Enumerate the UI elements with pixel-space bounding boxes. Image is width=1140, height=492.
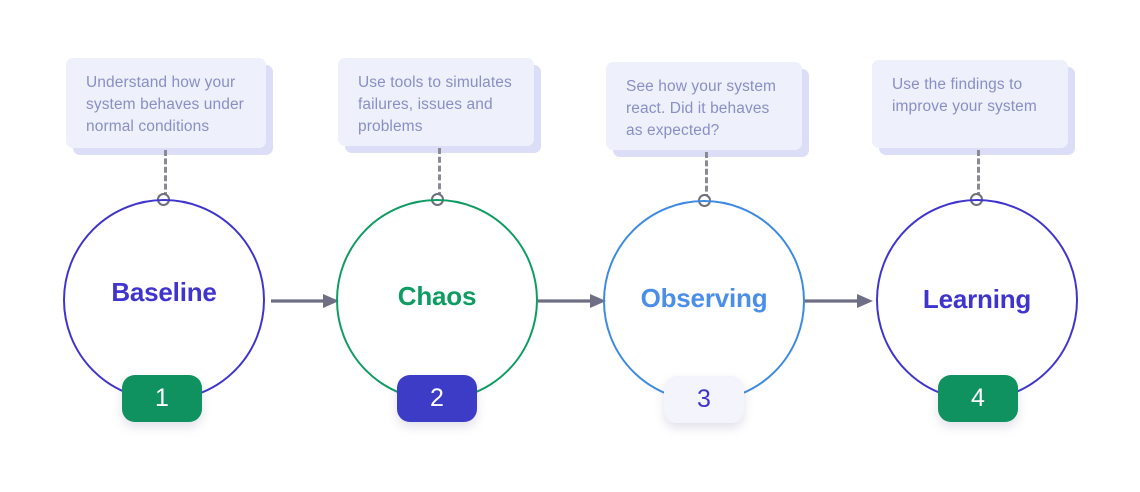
ring-label-step-4: Learning — [922, 284, 1032, 314]
arrow-chaos-to-observing — [538, 294, 606, 308]
badge-number-step-1: 1 — [155, 384, 169, 412]
stem-step-2 — [438, 148, 441, 198]
note-text-step-4: Use the findings to improve your system — [892, 76, 1037, 115]
stem-step-3 — [705, 152, 708, 200]
ring-label-step-1: Baseline — [111, 277, 217, 307]
stem-step-4 — [977, 150, 980, 198]
note-box-step-1: Understand how your system behaves under… — [66, 58, 266, 148]
ring-label-step-3: Observing — [640, 283, 768, 313]
badge-step-4: 4 — [938, 375, 1018, 422]
badge-number-step-4: 4 — [971, 384, 985, 412]
ring-label-step-2: Chaos — [397, 281, 477, 311]
note-box-step-4: Use the findings to improve your system — [872, 60, 1068, 148]
note-text-step-3: See how your system react. Did it behave… — [626, 78, 777, 139]
note-box-step-3: See how your system react. Did it behave… — [606, 62, 802, 150]
note-text-step-1: Understand how your system behaves under… — [86, 74, 244, 135]
stem-step-1 — [164, 150, 167, 198]
arrow-baseline-to-chaos — [271, 294, 339, 308]
badge-step-3: 3 — [664, 376, 744, 423]
note-box-step-2: Use tools to simulates failures, issues … — [338, 58, 534, 146]
badge-step-1: 1 — [122, 375, 202, 422]
badge-step-2: 2 — [397, 375, 477, 422]
badge-number-step-3: 3 — [697, 385, 711, 413]
badge-number-step-2: 2 — [430, 384, 444, 412]
arrow-observing-to-learning — [805, 294, 873, 308]
note-text-step-2: Use tools to simulates failures, issues … — [358, 74, 512, 135]
